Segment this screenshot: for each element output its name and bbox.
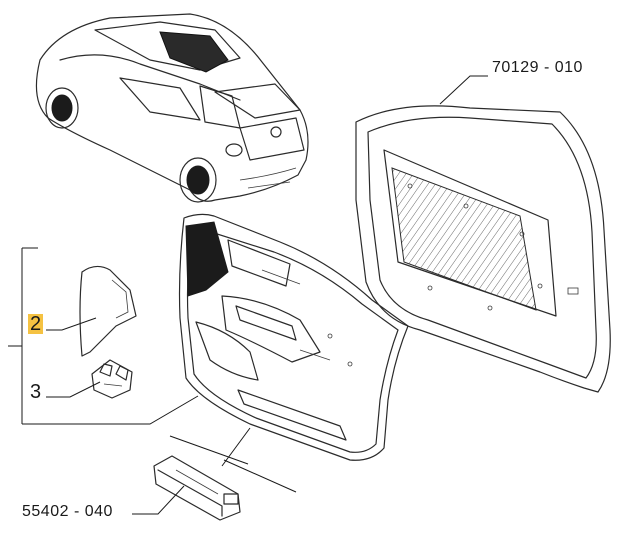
trim-cover-icon	[79, 265, 137, 357]
leader-lines	[8, 75, 488, 515]
clip-icon	[91, 359, 133, 399]
storage-pocket-icon	[153, 455, 241, 521]
reference-3-label: 3	[30, 381, 42, 403]
reference-2-label: 2	[28, 313, 44, 335]
door-frame-icon	[355, 105, 611, 393]
door-panel-icon	[178, 213, 409, 461]
car-icon	[35, 13, 309, 203]
pocket-part-label: 55402 - 040	[22, 503, 113, 520]
door-frame-part-label: 70129 - 010	[492, 59, 583, 76]
